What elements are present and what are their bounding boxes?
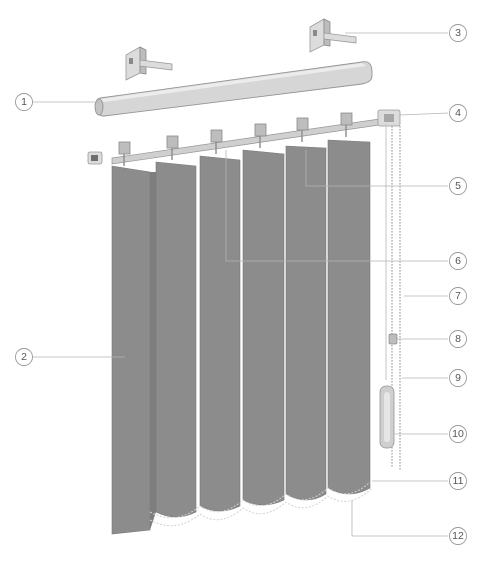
slat-carriers: [118, 112, 353, 166]
callout-label: 10: [452, 428, 464, 440]
carrier: [296, 117, 309, 142]
callout-label: 7: [455, 290, 461, 302]
slat: [155, 161, 197, 518]
callout-12: 12: [449, 527, 467, 545]
headrail-cover: [94, 61, 373, 117]
callout-label: 4: [455, 107, 461, 119]
chain-connector: [388, 333, 398, 345]
bottom-chain: [149, 481, 373, 527]
callout-11: 11: [449, 472, 467, 490]
mounting-bracket-left: [125, 46, 173, 81]
callout-1: 1: [15, 93, 33, 111]
slat: [242, 149, 285, 506]
cord-weight: [379, 385, 395, 449]
carrier: [166, 135, 179, 160]
control-head: [377, 109, 401, 127]
leader-lines: [32, 32, 449, 537]
headrail-track: [87, 109, 401, 165]
callout-8: 8: [449, 330, 467, 348]
slat: [285, 145, 327, 501]
callout-label: 12: [452, 530, 464, 542]
callout-7: 7: [449, 287, 467, 305]
slat: [199, 155, 241, 512]
callout-2: 2: [15, 348, 33, 366]
callout-label: 5: [455, 180, 461, 192]
mounting-bracket-right: [309, 18, 357, 53]
carrier: [118, 141, 131, 166]
callout-label: 1: [21, 96, 27, 108]
callout-label: 9: [455, 372, 461, 384]
carrier: [254, 123, 267, 148]
callout-label: 8: [455, 333, 461, 345]
slat: [327, 139, 371, 495]
carrier: [340, 112, 353, 137]
callout-label: 6: [455, 255, 461, 267]
fabric-slats: [111, 139, 371, 535]
callout-label: 2: [21, 351, 27, 363]
callout-4: 4: [449, 104, 467, 122]
carrier: [210, 129, 223, 154]
callout-5: 5: [449, 177, 467, 195]
callout-3: 3: [449, 24, 467, 42]
callout-6: 6: [449, 252, 467, 270]
slat: [111, 165, 151, 535]
callout-label: 11: [453, 475, 464, 487]
callout-9: 9: [449, 369, 467, 387]
callout-10: 10: [449, 425, 467, 443]
callout-label: 3: [455, 27, 461, 39]
